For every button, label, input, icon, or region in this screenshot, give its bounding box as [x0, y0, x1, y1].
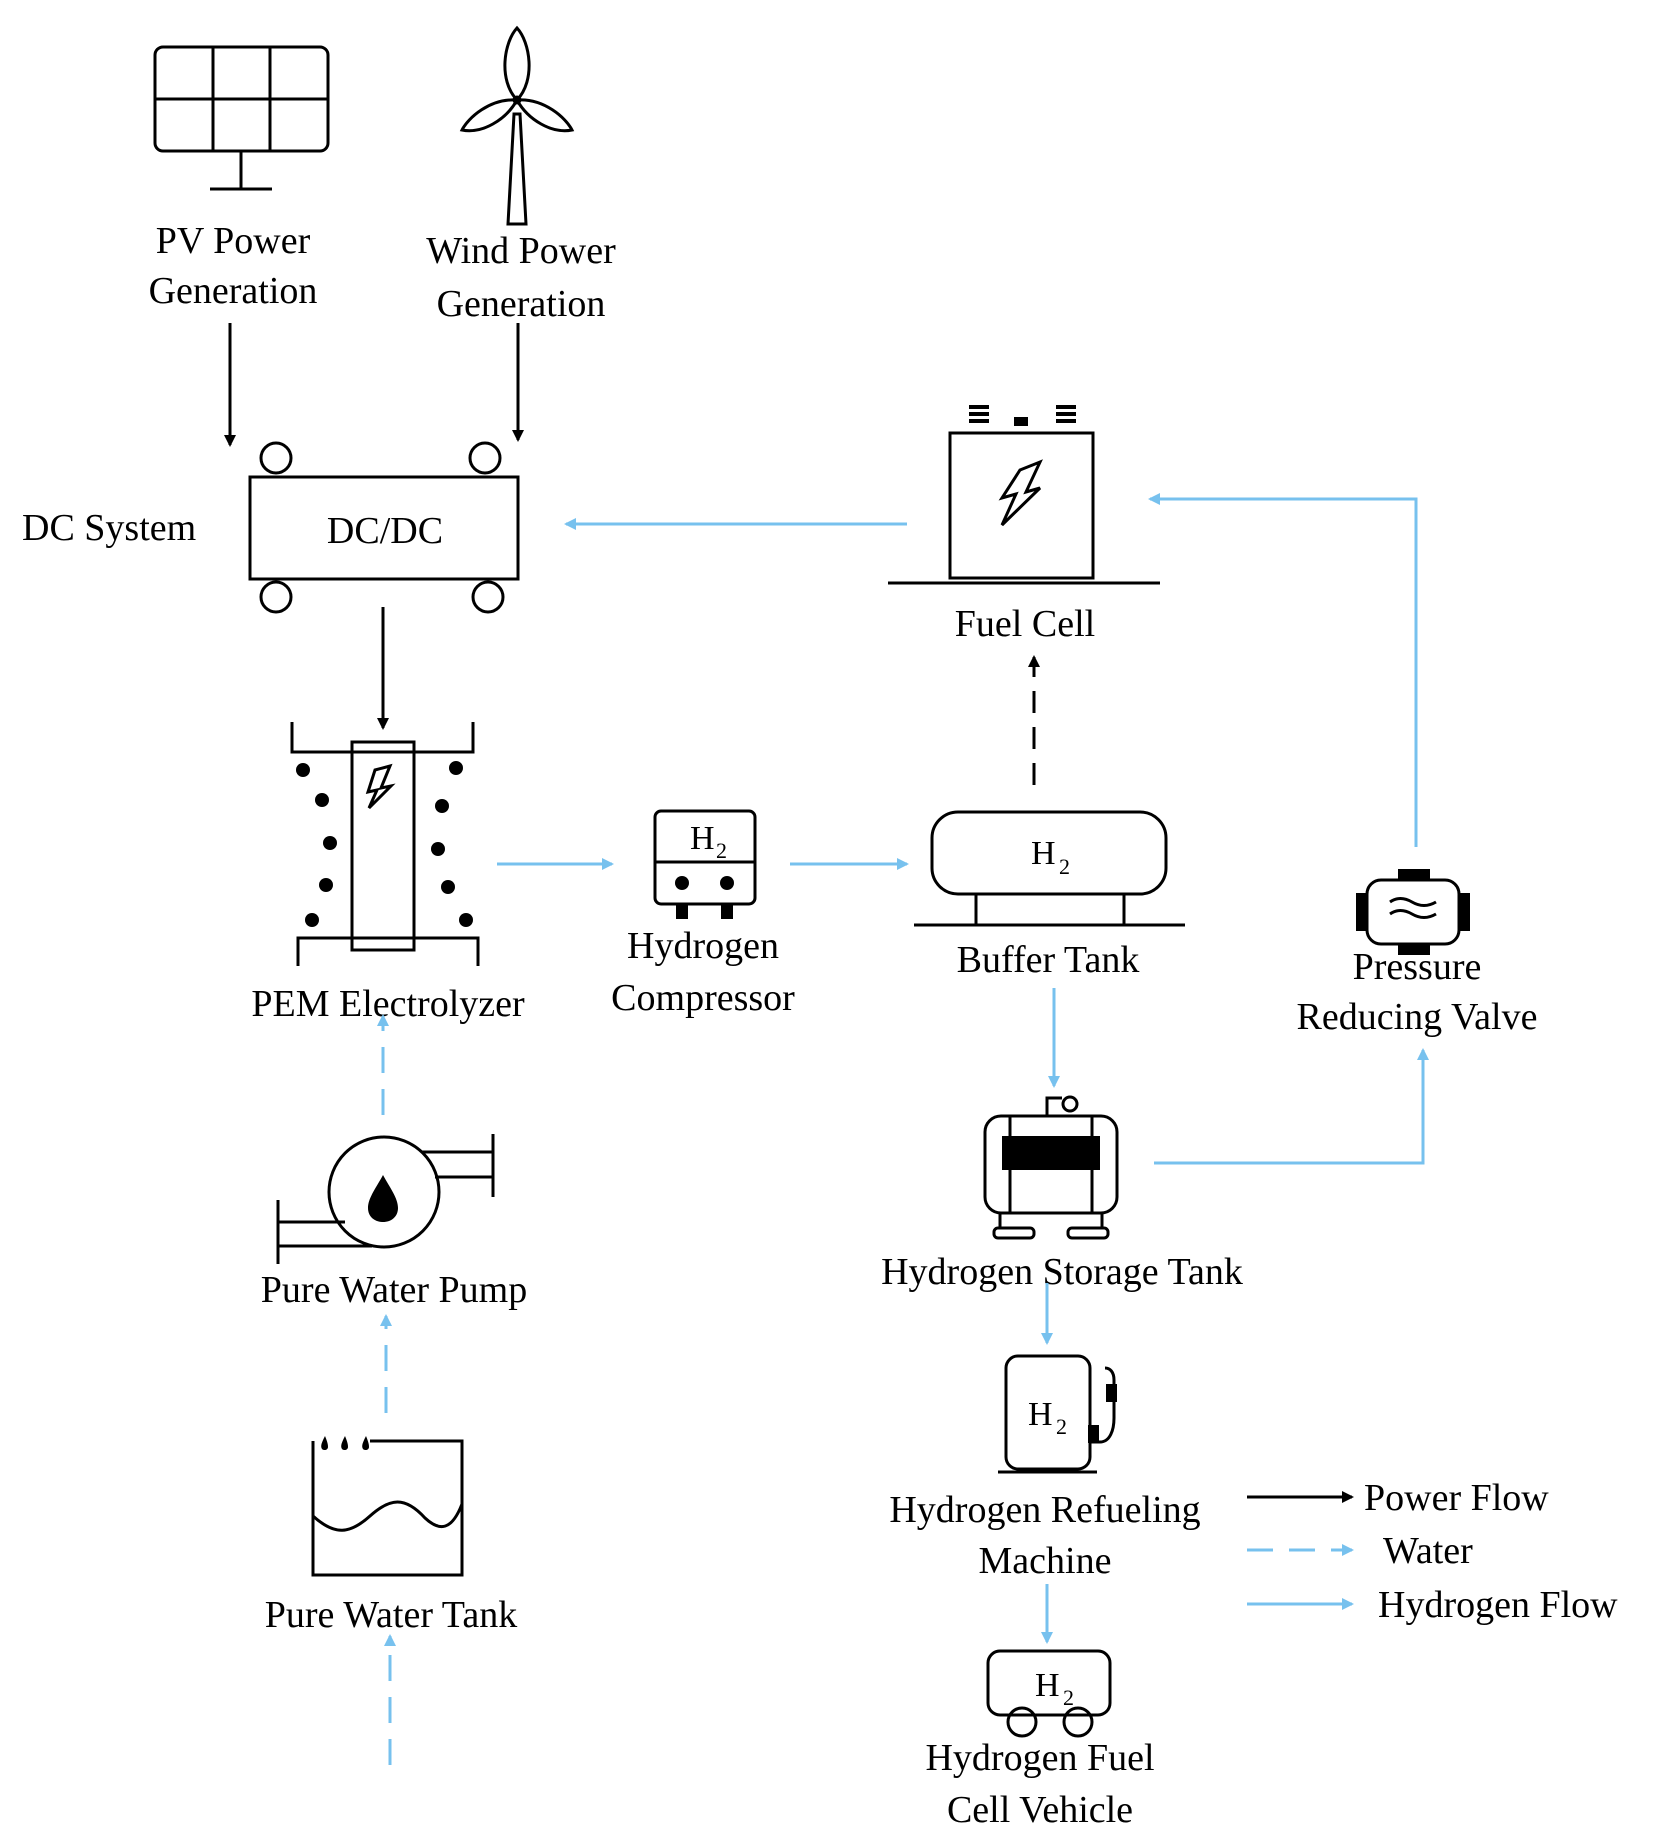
compressor-label-line1: Hydrogen	[627, 925, 779, 967]
pv-label-line1: PV Power	[156, 220, 311, 262]
pem-label: PEM Electrolyzer	[251, 983, 525, 1025]
buffer-tank-label: Buffer Tank	[957, 939, 1140, 981]
water-tank-label: Pure Water Tank	[265, 1594, 517, 1636]
dc-system-label: DC System	[22, 507, 196, 549]
buffer-h2-subscript: 2	[1059, 854, 1070, 879]
wind-turbine-icon	[459, 25, 575, 226]
pressure-reducing-valve-icon	[1356, 869, 1470, 955]
hydrogen-refueling-machine-icon	[998, 1354, 1117, 1474]
hydrogen-compressor-icon	[653, 809, 757, 919]
hydrogen-storage-tank-icon	[983, 1095, 1119, 1240]
buffer-h2-label: H	[1031, 835, 1056, 872]
legend-water-label: Water	[1383, 1530, 1473, 1572]
compressor-label-line2: Compressor	[611, 977, 795, 1019]
refueling-h2-label: H	[1028, 1396, 1053, 1433]
refueling-label-line2: Machine	[979, 1540, 1112, 1582]
pv-panel-icon	[153, 45, 330, 191]
refueling-label-line1: Hydrogen Refueling	[889, 1489, 1200, 1531]
vehicle-label-line1: Hydrogen Fuel	[925, 1737, 1154, 1779]
pv-label-line2: Generation	[149, 270, 318, 312]
fuel-cell-icon	[888, 405, 1160, 585]
legend-power-label: Power Flow	[1364, 1477, 1549, 1519]
compressor-h2-label: H	[690, 820, 715, 857]
prv-label-line2: Reducing Valve	[1297, 996, 1538, 1038]
storage-tank-label: Hydrogen Storage Tank	[881, 1251, 1243, 1293]
dcdc-converter-icon	[248, 441, 520, 614]
dcdc-label: DC/DC	[327, 510, 443, 552]
compressor-h2-subscript: 2	[716, 838, 727, 863]
hydrogen-fuel-cell-vehicle-icon	[986, 1649, 1112, 1738]
legend: Power Flow Water Hydrogen Flow	[1247, 1477, 1618, 1626]
pure-water-pump-icon	[276, 1134, 495, 1264]
flow-storage-to-prv	[1154, 1048, 1429, 1165]
pure-water-tank-icon	[311, 1436, 464, 1577]
pem-electrolyzer-icon	[290, 722, 480, 966]
wind-label-line1: Wind Power	[426, 230, 616, 272]
wind-label-line2: Generation	[437, 283, 606, 325]
flow-prv-to-fuel-cell	[1148, 493, 1418, 847]
refueling-h2-subscript: 2	[1056, 1414, 1067, 1439]
buffer-tank-icon	[914, 810, 1185, 927]
fuel-cell-label: Fuel Cell	[955, 603, 1095, 645]
prv-label-line1: Pressure	[1353, 946, 1482, 988]
pump-label: Pure Water Pump	[261, 1269, 527, 1311]
vehicle-h2-subscript: 2	[1063, 1685, 1074, 1710]
vehicle-label-line2: Cell Vehicle	[947, 1789, 1133, 1831]
legend-hydrogen-label: Hydrogen Flow	[1378, 1584, 1618, 1626]
vehicle-h2-label: H	[1035, 1667, 1060, 1704]
